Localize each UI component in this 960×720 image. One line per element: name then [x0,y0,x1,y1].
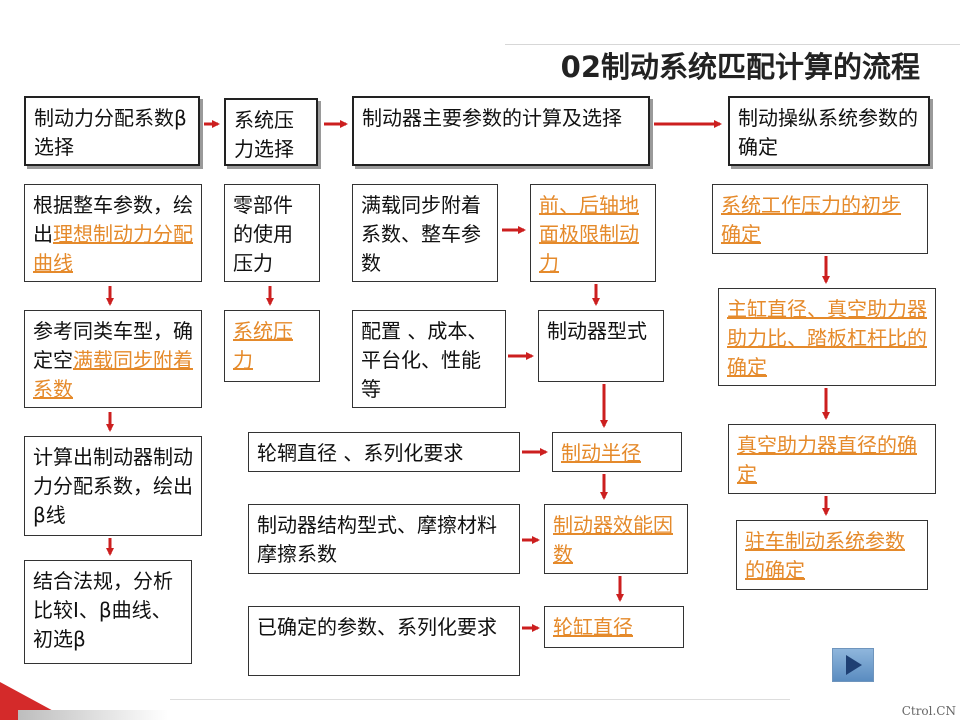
col3-input-3: 轮辋直径 、系列化要求 [248,432,520,472]
title-divider [505,44,960,45]
ideal-distribution-curve-link[interactable]: 理想制动力分配曲线 [33,222,193,275]
page-title: 02制动系统匹配计算的流程 [560,50,920,84]
col1-box-4: 结合法规，分析比较I、β曲线、初选β [24,560,192,664]
brake-radius-link[interactable]: 制动半径 [561,441,641,465]
header-system-pressure: 系统压力选择 [224,98,318,166]
col1-box-1-text: 根据整车参数，绘出 [33,193,193,246]
col3-input-5: 已确定的参数、系列化要求 [248,606,520,676]
col2-box-1: 零部件的使用压力 [224,184,320,282]
working-pressure-link[interactable]: 系统工作压力的初步确定 [721,193,901,246]
play-triangle-icon [846,655,862,675]
parking-brake-link[interactable]: 驻车制动系统参数的确定 [745,529,905,582]
col4-box-4: 驻车制动系统参数的确定 [736,520,928,590]
corner-decoration-grey [18,710,168,720]
header-control-system: 制动操纵系统参数的确定 [728,96,930,166]
col3-output-5: 轮缸直径 [544,606,684,648]
header-brake-force-distribution: 制动力分配系数β选择 [24,96,200,166]
col3-input-2: 配置 、成本、平台化、性能等 [352,310,506,408]
col2-box-2: 系统压力 [224,310,320,382]
col1-box-2: 参考同类车型，确定空满载同步附着系数 [24,310,202,408]
footer-divider [170,699,790,700]
sync-adhesion-coefficient-link[interactable]: 满载同步附着系数 [33,348,193,401]
master-cylinder-link[interactable]: 主缸直径、真空助力器助力比、踏板杠杆比的确定 [727,297,927,379]
brake-efficiency-factor-link[interactable]: 制动器效能因数 [553,513,673,566]
col3-input-1: 满载同步附着系数、整车参数 [352,184,498,282]
axle-limit-brake-force-link[interactable]: 前、后轴地面极限制动力 [539,193,639,275]
col1-box-2-text: 参考同类车型，确定空 [33,319,193,372]
wheel-cylinder-diameter-link[interactable]: 轮缸直径 [553,615,633,639]
col4-box-1: 系统工作压力的初步确定 [712,184,928,254]
booster-diameter-link[interactable]: 真空助力器直径的确定 [737,433,917,486]
system-pressure-link[interactable]: 系统压力 [233,319,293,372]
col1-box-1: 根据整车参数，绘出理想制动力分配曲线 [24,184,202,282]
col1-box-3: 计算出制动器制动力分配系数，绘出β线 [24,436,202,536]
col3-output-2: 制动器型式 [538,310,664,382]
header-brake-parameters: 制动器主要参数的计算及选择 [352,96,650,166]
next-slide-button[interactable] [832,648,874,682]
col3-output-4: 制动器效能因数 [544,504,688,574]
col4-box-2: 主缸直径、真空助力器助力比、踏板杠杆比的确定 [718,288,936,386]
col4-box-3: 真空助力器直径的确定 [728,424,936,494]
col3-input-4: 制动器结构型式、摩擦材料摩擦系数 [248,504,520,574]
watermark: Ctrol.CN [901,704,956,718]
col3-output-1: 前、后轴地面极限制动力 [530,184,656,282]
col3-output-3: 制动半径 [552,432,682,472]
